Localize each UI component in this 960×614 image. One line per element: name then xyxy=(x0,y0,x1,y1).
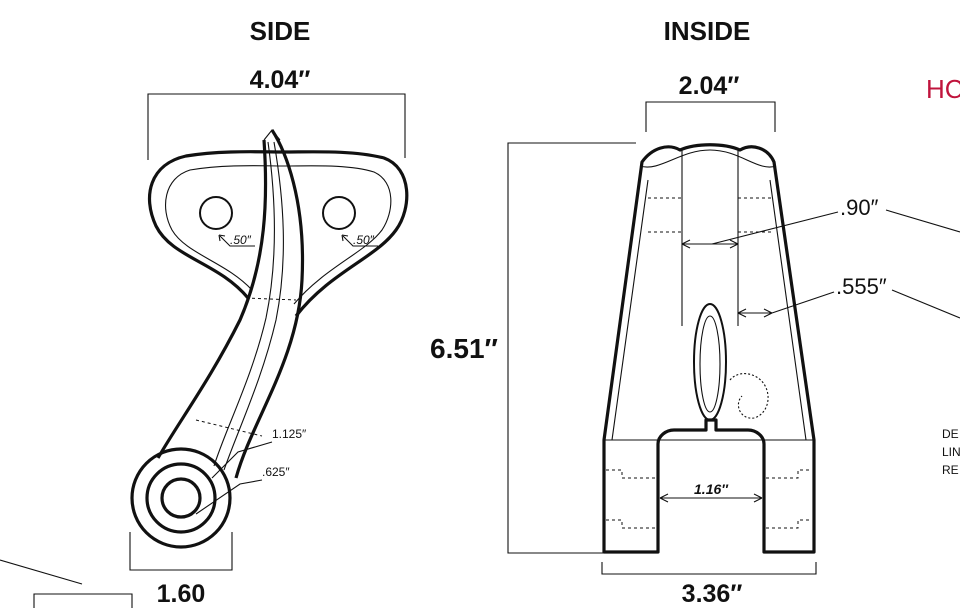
right-panel: HC DE LIN RE xyxy=(926,74,960,477)
right-note-line-2: LIN xyxy=(942,445,960,459)
side-barrel-middle xyxy=(145,462,217,534)
side-barrel-outer xyxy=(130,447,232,549)
inside-wall-arrows xyxy=(737,308,773,318)
side-hole-right-label: .50″ xyxy=(353,233,375,247)
inside-view: INSIDE 2.04″ 6.51″ .90″ .555″ xyxy=(430,16,960,608)
inside-wall-leader-right xyxy=(891,289,960,319)
right-panel-heading: HC xyxy=(926,74,960,104)
side-hole-right-leader xyxy=(342,235,378,247)
inside-top-arch xyxy=(639,149,777,168)
side-hole-left-arrow xyxy=(218,234,226,242)
side-outer-ring-leader xyxy=(211,441,273,479)
side-inner-ring-label: .625″ xyxy=(262,465,290,479)
side-base-label: 1.60 xyxy=(157,580,206,608)
side-arm-dashed-upper xyxy=(245,297,297,301)
side-hole-left-leader xyxy=(219,235,255,247)
inside-wall-label: .555″ xyxy=(836,274,887,299)
inside-height-dimension xyxy=(507,142,636,554)
fragment-box xyxy=(33,593,133,608)
side-base-dimension xyxy=(129,532,233,571)
inside-channel-label: .90″ xyxy=(840,195,879,220)
side-width-dimension xyxy=(147,93,406,160)
fragment-line xyxy=(0,559,83,585)
inside-channel-leader-right xyxy=(885,209,960,233)
inside-top-width-label: 2.04″ xyxy=(679,72,740,100)
inside-height-label: 6.51″ xyxy=(430,333,498,364)
right-note-line-3: RE xyxy=(942,463,959,477)
inside-top-width-dimension xyxy=(645,101,776,132)
side-hole-left xyxy=(199,196,233,230)
side-outer-ring-label: 1.125″ xyxy=(272,427,307,441)
side-title: SIDE xyxy=(250,16,311,46)
inside-title: INSIDE xyxy=(664,16,751,46)
side-inner-ring-leader xyxy=(195,479,263,515)
right-note-line-1: DE xyxy=(942,427,959,441)
inside-channel-arrows xyxy=(681,239,739,249)
inside-wall-inner-lines xyxy=(611,179,807,441)
inside-wall-leader xyxy=(771,291,835,314)
inside-oval-slot-inner xyxy=(699,315,721,413)
side-arm-inner-line-1 xyxy=(223,141,284,471)
side-hole-right-arrow xyxy=(341,234,349,242)
inside-bottom-width-dimension xyxy=(601,562,817,575)
inside-body-outline xyxy=(602,143,816,554)
side-width-label: 4.04″ xyxy=(250,66,311,94)
side-arm-inner-line-2 xyxy=(213,141,276,467)
inside-oval-slot xyxy=(693,303,727,421)
side-arm-tip xyxy=(263,129,281,141)
inside-bottom-width-label: 3.36″ xyxy=(682,580,743,608)
side-curved-arm xyxy=(234,129,305,479)
side-plate-inner-outline xyxy=(165,165,392,305)
side-view: SIDE 4.04″ .50″ .50″ 1.125″ .625″ 1 xyxy=(0,16,409,608)
side-curved-arm-back xyxy=(156,139,268,459)
side-arm-dashed-lower xyxy=(195,419,263,437)
inside-dashed-top xyxy=(648,197,772,233)
side-barrel-inner xyxy=(160,477,202,519)
inside-slot-arrows xyxy=(659,493,763,503)
inside-channel-leader xyxy=(711,211,839,245)
inside-channel-walls xyxy=(681,150,739,326)
inside-sketch-detail xyxy=(729,373,769,419)
side-hole-left-label: .50″ xyxy=(230,233,252,247)
inside-dashed-bottom xyxy=(606,469,812,529)
inside-slot-label: 1.16″ xyxy=(694,481,729,497)
side-hole-right xyxy=(322,196,356,230)
